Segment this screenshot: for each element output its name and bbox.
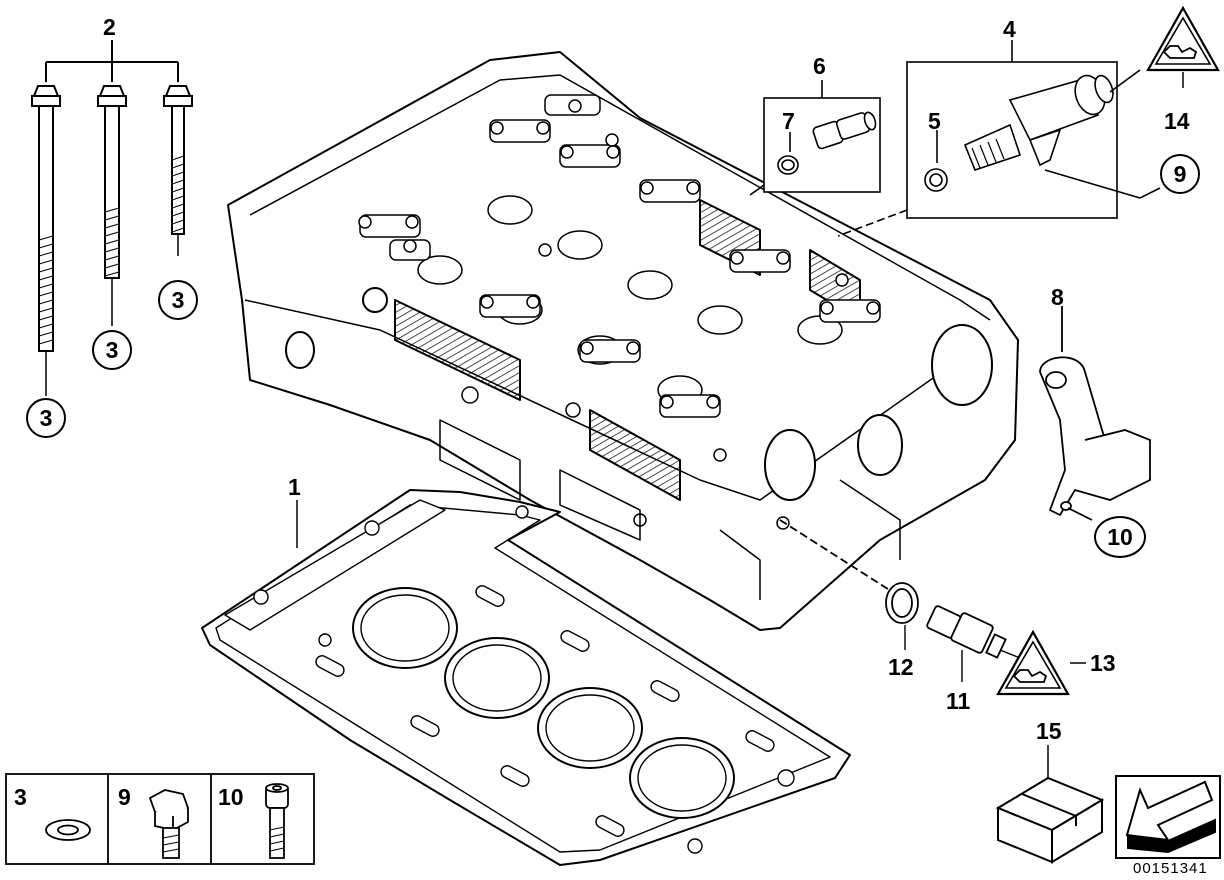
callout-9-circle: 9 — [1160, 154, 1200, 194]
callout-12: 12 — [888, 654, 914, 680]
head-bolts-group — [31, 40, 193, 396]
cylinder-head — [227, 51, 1019, 631]
legend-label-hex-bolt: 9 — [118, 784, 131, 810]
callout-3-circle-long-bolt: 3 — [26, 398, 66, 438]
callout-10-circle: 10 — [1094, 516, 1146, 558]
head-bolt-long — [31, 85, 61, 352]
oil-pressure-valve — [812, 111, 877, 150]
coolant-temperature-sensor — [926, 605, 1007, 659]
callout-2: 2 — [103, 14, 116, 40]
sensor-plug-warning-icon-2 — [996, 629, 1086, 696]
repair-kit-box-icon — [995, 745, 1105, 864]
previous-page-arrow-icon — [1115, 775, 1221, 859]
sensor-plug-warning-icon — [1146, 5, 1220, 88]
callout-7: 7 — [782, 108, 795, 134]
head-bolt-medium — [97, 85, 127, 279]
legend-label-socket-screw: 10 — [218, 784, 244, 810]
callout-3-circle-medium-bolt: 3 — [92, 330, 132, 370]
callout-5: 5 — [928, 108, 941, 134]
sensor-bracket — [1039, 306, 1152, 521]
callout-6: 6 — [813, 53, 826, 79]
solenoid-valve — [963, 74, 1114, 171]
hex-bolt-icon — [148, 789, 190, 859]
callout-3-circle-short-bolt: 3 — [158, 280, 198, 320]
solenoid-valve-box — [837, 40, 1161, 237]
callout-11: 11 — [946, 688, 971, 714]
oil-valve-box — [749, 80, 881, 196]
callout-14: 14 — [1164, 108, 1190, 134]
head-bolt-short — [163, 85, 193, 235]
fastener-legend-table — [5, 773, 315, 865]
legend-label-washer: 3 — [14, 784, 27, 810]
callout-15: 15 — [1036, 718, 1062, 744]
callout-4: 4 — [1003, 16, 1016, 42]
socket-cap-screw-icon — [265, 783, 289, 859]
temperature-sensor-group — [779, 519, 1036, 682]
drawing-number: 00151341 — [1133, 860, 1208, 877]
head-gasket — [201, 489, 851, 866]
washer-icon — [45, 819, 91, 841]
callout-8: 8 — [1051, 284, 1064, 310]
callout-1: 1 — [288, 474, 301, 500]
callout-13: 13 — [1090, 650, 1116, 676]
